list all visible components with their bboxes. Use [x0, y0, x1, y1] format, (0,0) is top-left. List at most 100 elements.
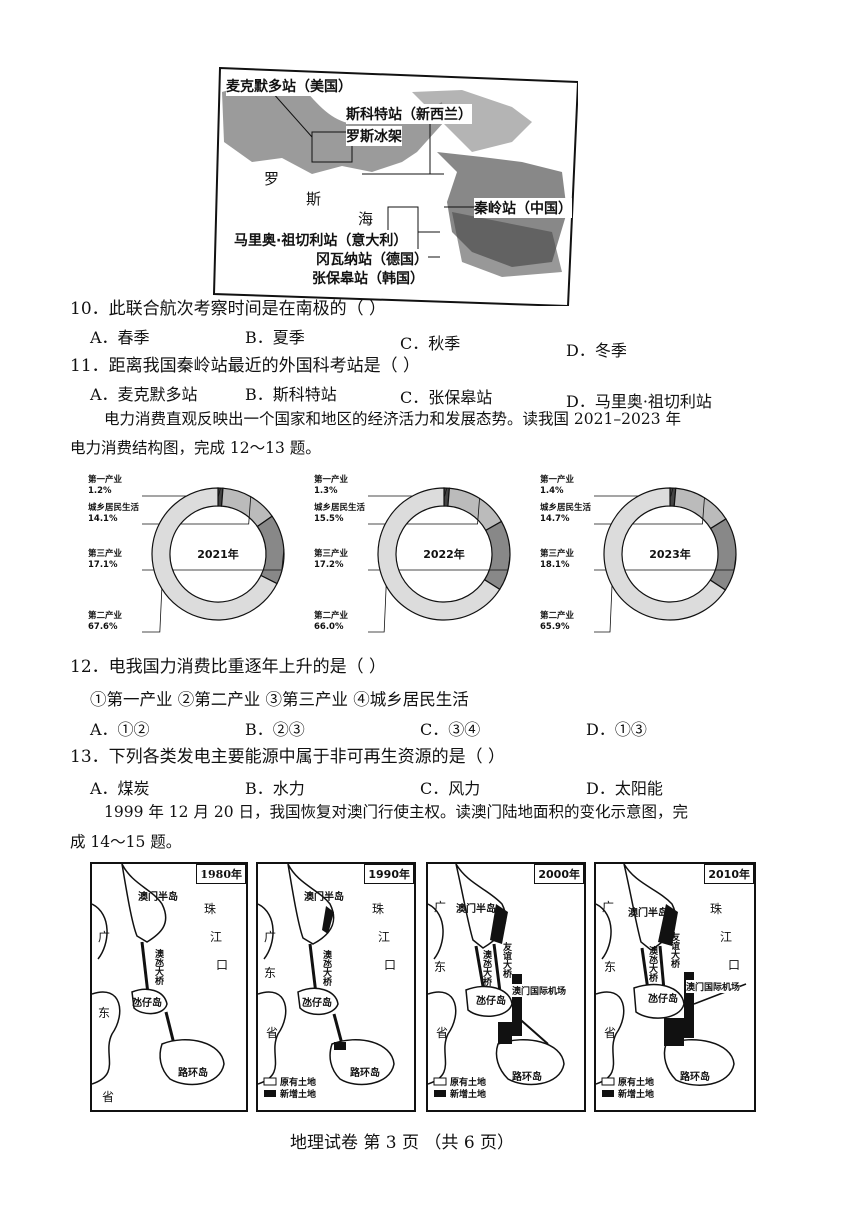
- donut-1-category-label-2: 第三产业: [314, 548, 349, 559]
- donut-2-leader-0: [594, 487, 674, 497]
- donut-1-category-label-3: 第二产业: [314, 610, 349, 621]
- intro-14-15-line1: 1999 年 12 月 20 日，我国恢复对澳门行使主权。读澳门陆地面积的变化示…: [104, 803, 689, 821]
- macau-1990-legend-new: 新增土地: [280, 1090, 317, 1100]
- macau-1990-coloane: 路环岛: [350, 1068, 380, 1079]
- donut-1-year-title: 2022年: [423, 547, 465, 561]
- q11-option-b[interactable]: B．斯科特站: [245, 385, 337, 404]
- q10-option-d[interactable]: D．冬季: [566, 341, 627, 360]
- donut-2-category-label-0: 第一产业: [540, 474, 575, 485]
- donut-2-value-label-0: 1.4%: [540, 486, 564, 496]
- donut-1-leader-2: [368, 555, 511, 571]
- macau-1980-kou: 口: [216, 958, 229, 972]
- station-mario-zucchelli: 马里奥·祖切利站（意大利）: [234, 230, 408, 250]
- macau-2000-sheng: 省: [436, 1026, 449, 1040]
- macau-1990-guang: 广: [264, 930, 277, 944]
- donut-1-value-label-2: 17.2%: [314, 560, 344, 570]
- macau-1990-sheng: 省: [266, 1026, 279, 1040]
- donut-2-leader-2: [594, 554, 737, 571]
- q10-option-b[interactable]: B．夏季: [245, 328, 305, 347]
- sea-char-1: 罗: [264, 170, 280, 188]
- macau-2010-dong: 东: [604, 960, 617, 974]
- macau-1980-dong: 东: [98, 1006, 111, 1020]
- intro-12-13-line1: 电力消费直观反映出一个国家和地区的经济活力和发展态势。读我国 2021–2023…: [104, 410, 681, 428]
- q10-option-c[interactable]: C．秋季: [400, 334, 461, 353]
- q12-option-a[interactable]: A．①②: [90, 720, 150, 739]
- macau-2010-peninsula: 澳门半岛: [628, 908, 668, 919]
- macau-2000-coloane: 路环岛: [512, 1072, 542, 1083]
- macau-2000-peninsula: 澳门半岛: [456, 904, 496, 915]
- macau-1990-jiang: 江: [378, 930, 391, 944]
- donut-2-value-label-1: 14.7%: [540, 514, 570, 524]
- macau-2010-bridge: 澳氹大桥: [647, 946, 657, 982]
- macau-map-1990-figure: [258, 864, 395, 1097]
- sea-char-3: 海: [358, 210, 374, 228]
- intro-12-13-line2: 电力消费结构图，完成 12～13 题。: [70, 439, 321, 457]
- macau-map-1980-year: 1980年: [196, 864, 246, 884]
- q12-stem: 12．电我国力消费比重逐年上升的是（ ）: [70, 657, 387, 677]
- electricity-charts-svg: 第一产业1.2%城乡居民生活14.1%第三产业17.1%第二产业67.6%202…: [88, 474, 737, 633]
- donut-1-category-label-0: 第一产业: [314, 474, 349, 485]
- q11-option-d[interactable]: D．马里奥·祖切利站: [566, 392, 712, 411]
- macau-map-2000: 2000年 澳门半岛 澳氹大桥 友谊大桥 氹仔岛 澳门国际机场 路环岛 广 东 …: [426, 862, 586, 1112]
- macau-1980-coloane: 路环岛: [178, 1068, 208, 1079]
- macau-1990-bridge: 澳氹大桥: [321, 950, 331, 986]
- donut-2-value-label-2: 18.1%: [540, 560, 570, 570]
- macau-2010-bridge-friend: 友谊大桥: [669, 932, 679, 968]
- macau-2010-legend-old: 原有土地: [618, 1078, 655, 1088]
- station-qinling: 秦岭站（中国）: [474, 198, 572, 218]
- macau-1990-peninsula: 澳门半岛: [304, 892, 344, 903]
- q11-option-c[interactable]: C．张保皋站: [400, 388, 493, 407]
- q13-option-b[interactable]: B．水力: [245, 779, 305, 798]
- q10-option-a[interactable]: A．春季: [90, 328, 150, 347]
- station-mcmurdo: 麦克默多站（美国）: [226, 76, 352, 96]
- donut-2-category-label-1: 城乡居民生活: [540, 502, 592, 513]
- macau-2000-guang: 广: [434, 900, 447, 914]
- macau-2010-jiang: 江: [720, 930, 733, 944]
- macau-1980-bridge: 澳氹大桥: [153, 949, 163, 985]
- q10-stem: 10．此联合航次考察时间是在南极的（ ）: [70, 299, 387, 319]
- donut-0-segment-3: [151, 487, 278, 621]
- q13-option-c[interactable]: C．风力: [420, 779, 481, 798]
- macau-1980-jiang: 江: [210, 930, 223, 944]
- donut-1-value-label-0: 1.3%: [314, 486, 338, 496]
- macau-2010-kou: 口: [728, 958, 741, 972]
- q12-option-c[interactable]: C．③④: [420, 720, 481, 739]
- macau-maps: 1980年 澳门半岛 澳氹大桥 氹仔岛 路环岛 广 东 省 珠 江 口 1990…: [90, 862, 762, 1114]
- q11-option-a[interactable]: A．麦克默多站: [90, 385, 198, 404]
- macau-2000-bridge-friend: 友谊大桥: [501, 942, 511, 978]
- donut-1-value-label-3: 66.0%: [314, 622, 344, 632]
- ross-ice-shelf-label: 罗斯冰架: [346, 126, 402, 146]
- donut-1-segment-3: [377, 487, 501, 621]
- donut-0-value-label-0: 1.2%: [88, 486, 112, 496]
- donut-1-leader-0: [368, 487, 448, 497]
- donut-2-leader-3: [594, 585, 613, 633]
- q11-stem: 11．距离我国秦岭站最近的外国科考站是（ ）: [70, 356, 421, 376]
- donut-2-year-title: 2023年: [649, 547, 691, 561]
- q12-option-d[interactable]: D．①③: [586, 720, 647, 739]
- macau-1990-taipa: 氹仔岛: [302, 998, 332, 1009]
- macau-1980-taipa: 氹仔岛: [132, 998, 162, 1009]
- station-gondwana: 冈瓦纳站（德国）: [316, 249, 428, 269]
- antarctic-map: 麦克默多站（美国） 斯科特站（新西兰） 罗斯冰架 罗 斯 海 秦岭站（中国） 马…: [212, 62, 580, 308]
- donut-0-year-title: 2021年: [197, 547, 239, 561]
- macau-2010-taipa: 氹仔岛: [648, 994, 678, 1005]
- macau-2000-legend-old: 原有土地: [450, 1078, 487, 1088]
- donut-1-segment-2: [483, 520, 511, 591]
- macau-map-2000-figure: [428, 864, 565, 1097]
- q12-option-b[interactable]: B．②③: [245, 720, 305, 739]
- macau-1990-dong: 东: [264, 966, 277, 980]
- q13-option-a[interactable]: A．煤炭: [90, 779, 150, 798]
- donut-0-value-label-2: 17.1%: [88, 560, 118, 570]
- q13-option-d[interactable]: D．太阳能: [586, 779, 663, 798]
- donut-0-category-label-1: 城乡居民生活: [88, 502, 140, 513]
- macau-2010-airport: 澳门国际机场: [686, 980, 741, 993]
- donut-1-value-label-1: 15.5%: [314, 514, 344, 524]
- macau-2000-legend-new: 新增土地: [450, 1090, 487, 1100]
- donut-2-category-label-3: 第二产业: [540, 610, 575, 621]
- macau-2000-bridge: 澳氹大桥: [481, 950, 491, 986]
- station-scott: 斯科特站（新西兰）: [346, 104, 472, 124]
- macau-map-1990-year: 1990年: [364, 864, 414, 884]
- macau-2010-zhu: 珠: [710, 902, 723, 916]
- macau-2010-coloane: 路环岛: [680, 1072, 710, 1083]
- donut-2-segment-2: [709, 518, 737, 591]
